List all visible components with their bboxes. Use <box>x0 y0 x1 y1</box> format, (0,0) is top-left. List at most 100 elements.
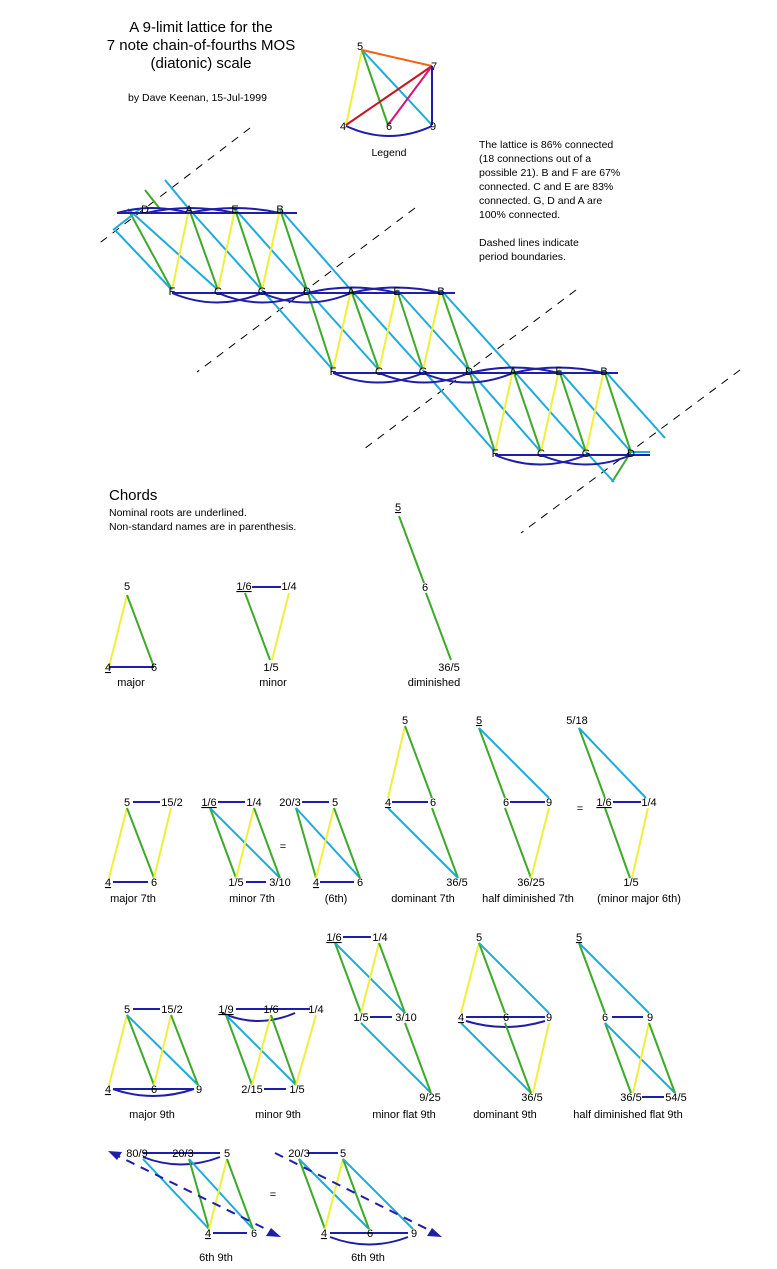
chord-edge <box>226 1158 254 1230</box>
legend-edge-6-7 <box>387 65 433 126</box>
lattice-node: C <box>375 366 383 378</box>
chord-node: 5 <box>224 1148 230 1160</box>
chord-edge <box>342 1158 414 1230</box>
chord-edge <box>324 1158 344 1230</box>
legend-edge-5-7 <box>361 49 433 67</box>
legend-node-9: 9 <box>430 121 436 133</box>
chord-node: 1/5 <box>623 877 638 889</box>
chord-name: major 7th <box>110 893 156 905</box>
title-line-2: 7 note chain-of-fourths MOS <box>107 37 295 54</box>
lattice: D A E B F C G D A E B F C G D A E B F C … <box>112 179 666 483</box>
chord-node: 1/4 <box>281 581 296 593</box>
chord-node: 36/5 <box>446 877 467 889</box>
legend-node-5: 5 <box>357 41 363 53</box>
chord-edge <box>153 1014 172 1086</box>
chord-node: 9 <box>546 797 552 809</box>
chord-half-diminished-7th: 5 6 9 36/25 half diminished 7th <box>476 715 574 905</box>
lattice-node: E <box>555 366 562 378</box>
chord-node: 5 <box>124 581 130 593</box>
lattice-edges <box>112 179 666 483</box>
lattice-edge <box>540 369 560 453</box>
chord-node: 1/4 <box>641 797 656 809</box>
arrow-head-icon <box>266 1228 281 1237</box>
lattice-edge <box>468 369 496 453</box>
chord-node-root: 4 <box>105 877 111 889</box>
chord-node: 1/5 <box>353 1012 368 1024</box>
chord-major: 5 4 6 major <box>105 581 157 689</box>
legend-edge-4-9 <box>345 125 433 137</box>
chord-arc <box>142 1156 221 1166</box>
lattice-node: E <box>231 204 238 216</box>
lattice-edge <box>144 189 161 210</box>
chord-name: minor 7th <box>229 893 275 905</box>
lattice-arc <box>540 454 632 466</box>
byline: by Dave Keenan, 15-Jul-1999 <box>128 92 267 104</box>
chord-diminished: 5 6 36/5 diminished <box>395 502 460 689</box>
chord-edge <box>387 807 459 879</box>
period-boundaries <box>96 127 741 534</box>
legend-edge-5-6 <box>361 49 389 126</box>
lattice-node: D <box>303 286 311 298</box>
lattice-edge <box>332 289 352 371</box>
chord-node: 2/15 <box>241 1084 262 1096</box>
lattice-arc <box>378 372 470 384</box>
legend-node-4: 4 <box>340 121 346 133</box>
lattice-edge <box>512 369 542 453</box>
chords-note-roots: Nominal roots are underlined. <box>109 507 247 519</box>
lattice-node: F <box>330 366 337 378</box>
lattice-arc <box>306 286 398 294</box>
chord-edge <box>398 515 425 584</box>
lattice-node: G <box>258 286 267 298</box>
chord-node: 36/5 <box>620 1092 641 1104</box>
chord-half-diminished-flat-9th: 5 6 9 36/5 54/5 half diminished flat 9th <box>573 932 686 1121</box>
lattice-nodes: D A E B F C G D A E B F C G D A E B F C … <box>141 204 635 460</box>
title-line-3: (diatonic) scale <box>151 55 252 72</box>
equals-sign: = <box>577 803 583 815</box>
chord-node: 5 <box>124 797 130 809</box>
chord-node-root: 5 <box>395 502 401 514</box>
chord-edge <box>295 807 361 879</box>
chord-node: 5 <box>124 1004 130 1016</box>
chord-edge <box>425 592 452 661</box>
period-boundary-arrow <box>111 1152 277 1235</box>
chord-edge <box>333 807 361 879</box>
chord-node-root: 4 <box>385 797 391 809</box>
chord-node: 6 <box>430 797 436 809</box>
chord-node-root: 1/6 <box>201 797 216 809</box>
legend-edge-4-7 <box>345 65 433 126</box>
lattice-arc <box>116 207 190 214</box>
chord-edge <box>153 807 172 879</box>
lattice-edge <box>261 208 281 291</box>
chord-node: 5 <box>402 715 408 727</box>
lattice-edge <box>127 208 173 291</box>
chord-node: 6 <box>503 1012 509 1024</box>
chord-edge <box>253 807 281 879</box>
chord-edge <box>360 942 380 1014</box>
chord-node: 9/25 <box>419 1092 440 1104</box>
chords-note-names: Non-standard names are in parenthesis. <box>109 521 296 533</box>
lattice-arc <box>261 292 352 304</box>
lattice-arc <box>217 292 308 304</box>
chord-minor-9th: 1/9 1/6 1/4 2/15 1/5 minor 9th <box>218 1004 323 1121</box>
chord-edge <box>142 1158 210 1230</box>
equals-sign: = <box>280 841 286 853</box>
chord-node: 5/18 <box>566 715 587 727</box>
lattice-node: E <box>393 286 400 298</box>
lattice-arc <box>494 454 587 466</box>
chord-node: 6 <box>602 1012 608 1024</box>
chord-node: 5 <box>476 932 482 944</box>
info-text: The lattice is 86% connected (18 connect… <box>479 139 620 263</box>
lattice-edge <box>440 289 470 371</box>
chord-edge <box>378 942 406 1014</box>
chord-node: 20/3 <box>279 797 300 809</box>
lattice-edge <box>114 229 173 291</box>
info-line: connected. C and E are 83% <box>479 181 613 193</box>
lattice-arc <box>468 366 560 374</box>
period-boundary-line <box>96 127 251 246</box>
chord-edge <box>108 594 128 668</box>
chord-node: 5 <box>332 797 338 809</box>
chord-node: 1/5 <box>228 877 243 889</box>
chord-node: 6 <box>503 797 509 809</box>
title-line-1: A 9-limit lattice for the <box>129 19 272 36</box>
arrow-head-icon <box>427 1228 442 1237</box>
